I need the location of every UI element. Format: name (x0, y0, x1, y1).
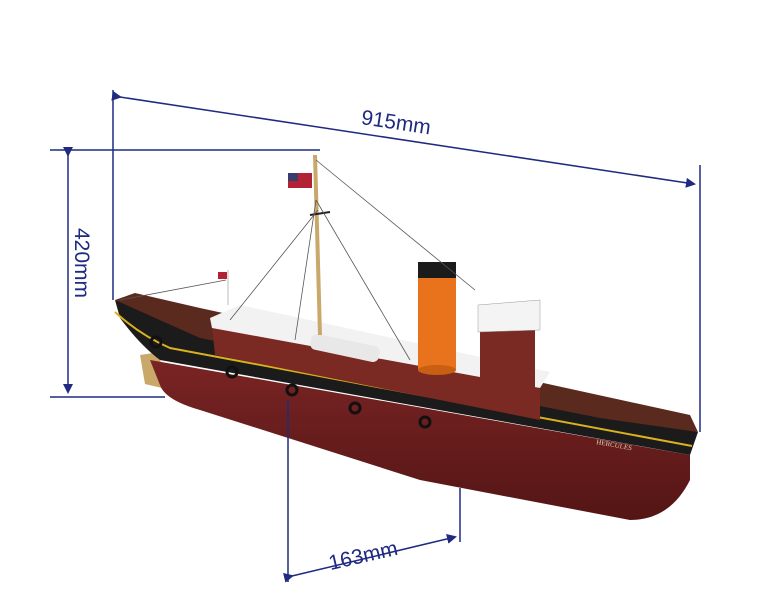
dimension-lines (50, 90, 701, 583)
beam-label: 163mm (326, 537, 399, 575)
rudder (140, 352, 162, 388)
beam-arrow (283, 533, 457, 583)
tugboat-model: HERCULES (114, 154, 698, 520)
height-label: 420mm (70, 228, 93, 298)
deckhouse-roof (210, 305, 550, 388)
tire-fenders (149, 335, 432, 429)
hull-lower (150, 360, 690, 520)
hull-stripe (114, 311, 693, 447)
flag-stern (218, 272, 228, 279)
deckhouse (212, 325, 540, 420)
wheelhouse-top (477, 299, 541, 333)
length-arrow (111, 90, 696, 188)
mast (313, 154, 322, 336)
funnel (418, 275, 456, 370)
funnel-band (418, 262, 456, 278)
yardarm (309, 211, 331, 216)
boat (310, 334, 380, 362)
wheelhouse (480, 320, 535, 390)
funnel-base (418, 365, 456, 375)
